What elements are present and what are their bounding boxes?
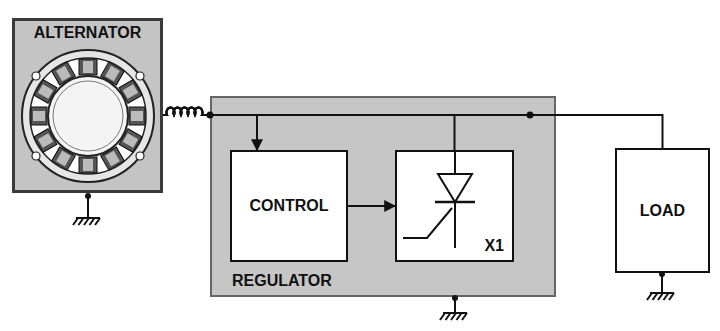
scr-box: X1 — [395, 150, 514, 262]
node-label: X1 — [484, 237, 504, 255]
node-label: ALTERNATOR — [34, 24, 142, 42]
alternator-illustration — [15, 21, 160, 190]
wire-connector — [163, 108, 455, 150]
regulator-band: REGULATOR CONTROL X1 — [210, 96, 556, 297]
wire-connector — [163, 108, 257, 150]
node-label: LOAD — [640, 202, 685, 220]
grounds-and-junctions — [73, 112, 674, 321]
load-box: LOAD — [615, 148, 710, 273]
control-box: CONTROL — [230, 150, 348, 262]
wire-connector — [163, 108, 663, 148]
node-label: REGULATOR — [232, 272, 332, 290]
node-label: CONTROL — [249, 197, 328, 215]
alternator-housing: ALTERNATOR — [12, 18, 163, 193]
wire-connector — [348, 205, 395, 207]
